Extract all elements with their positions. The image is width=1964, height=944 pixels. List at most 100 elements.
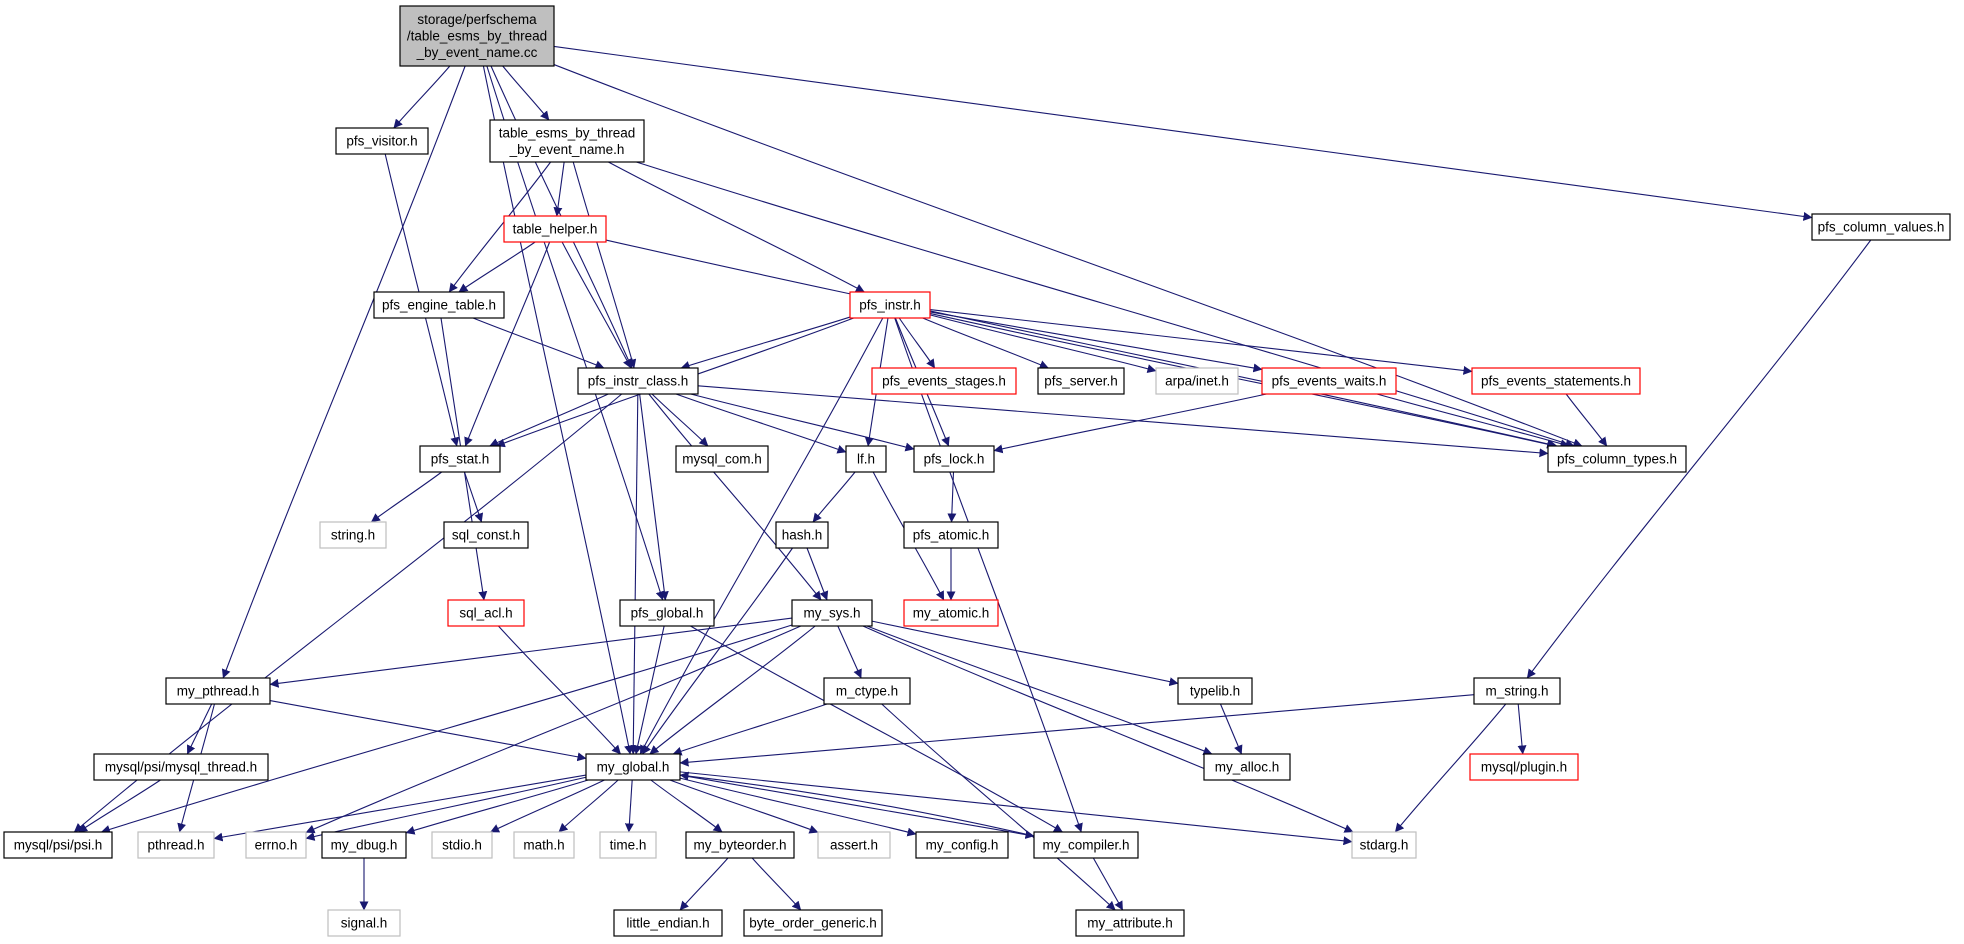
edge-my_pthread-to-mysql_thread bbox=[186, 703, 213, 755]
edge-pfs_stat-to-string_h bbox=[370, 471, 443, 523]
node-mysql-com[interactable]: mysql_com.h bbox=[675, 445, 769, 473]
node-errno-h[interactable]: errno.h bbox=[245, 831, 307, 859]
node-label: assert.h bbox=[830, 838, 878, 853]
node-pfs-events-statements[interactable]: pfs_events_statements.h bbox=[1471, 367, 1641, 395]
node-box bbox=[685, 831, 795, 859]
node-mysql-thread[interactable]: mysql/psi/mysql_thread.h bbox=[93, 753, 269, 781]
node-pfs-instr[interactable]: pfs_instr.h bbox=[849, 291, 931, 319]
node-arpa-inet[interactable]: arpa/inet.h bbox=[1155, 367, 1239, 395]
edge-typelib-to-my_alloc bbox=[1219, 703, 1243, 755]
node-my-sys[interactable]: my_sys.h bbox=[791, 599, 873, 627]
node-label: pfs_events_waits.h bbox=[1272, 374, 1387, 389]
node-signal-h[interactable]: signal.h bbox=[327, 909, 401, 937]
edge-table_esms_h-to-pfs_column_types bbox=[636, 161, 1575, 448]
node-label: typelib.h bbox=[1190, 684, 1240, 699]
node-label: pfs_instr.h bbox=[859, 298, 921, 313]
edge-pfs_instr_class-to-pfs_stat bbox=[489, 393, 609, 447]
node-pfs-column-values[interactable]: pfs_column_values.h bbox=[1811, 213, 1951, 241]
node-box bbox=[447, 599, 525, 627]
node-label: hash.h bbox=[782, 528, 823, 543]
edge-my_sys-to-stdarg_h bbox=[862, 625, 1354, 833]
edge-pfs_engine_table-to-pfs_instr_class bbox=[472, 317, 605, 369]
node-string-h[interactable]: string.h bbox=[319, 521, 387, 549]
node-sql-acl[interactable]: sql_acl.h bbox=[447, 599, 525, 627]
node-time-h[interactable]: time.h bbox=[599, 831, 657, 859]
node-my-config[interactable]: my_config.h bbox=[915, 831, 1009, 859]
edge-my_sys-to-m_ctype bbox=[837, 625, 862, 679]
node-table-helper[interactable]: table_helper.h bbox=[503, 215, 607, 243]
node-little-endian[interactable]: little_endian.h bbox=[613, 909, 723, 937]
edge-my_global-to-my_compiler bbox=[679, 774, 1035, 839]
node-label: my_alloc.h bbox=[1215, 760, 1280, 775]
node-table-esms-h[interactable]: table_esms_by_thread_by_event_name.h bbox=[489, 119, 645, 163]
node-pfs-visitor[interactable]: pfs_visitor.h bbox=[335, 127, 429, 155]
node-my-byteorder[interactable]: my_byteorder.h bbox=[685, 831, 795, 859]
edge-my_pthread-to-my_global bbox=[269, 699, 587, 762]
node-label: arpa/inet.h bbox=[1165, 374, 1229, 389]
node-pfs-lock[interactable]: pfs_lock.h bbox=[913, 445, 995, 473]
edge-pfs_instr-to-pfs_column_types bbox=[929, 312, 1557, 449]
node-my-attribute[interactable]: my_attribute.h bbox=[1075, 909, 1185, 937]
node-label: byte_order_generic.h bbox=[749, 916, 877, 931]
node-typelib[interactable]: typelib.h bbox=[1177, 677, 1253, 705]
edge-pfs_instr_class-to-pfs_column_types bbox=[697, 385, 1549, 458]
node-mysql-plugin[interactable]: mysql/plugin.h bbox=[1469, 753, 1579, 781]
edge-my_sys-to-my_global bbox=[649, 625, 816, 755]
node-box bbox=[513, 831, 575, 859]
node-label: pfs_stat.h bbox=[431, 452, 490, 467]
node-pfs-events-waits[interactable]: pfs_events_waits.h bbox=[1261, 367, 1397, 395]
node-label: pfs_column_values.h bbox=[1818, 220, 1945, 235]
node-byte-order-generic[interactable]: byte_order_generic.h bbox=[743, 909, 883, 937]
node-pfs-atomic[interactable]: pfs_atomic.h bbox=[903, 521, 999, 549]
node-box bbox=[915, 831, 1009, 859]
node-pfs-global[interactable]: pfs_global.h bbox=[619, 599, 715, 627]
node-my-dbug[interactable]: my_dbug.h bbox=[321, 831, 407, 859]
node-label: signal.h bbox=[341, 916, 388, 931]
node-stdio-h[interactable]: stdio.h bbox=[431, 831, 493, 859]
edge-my_sys-to-errno_h bbox=[305, 625, 802, 834]
edge-root-to-pfs_visitor bbox=[393, 65, 451, 129]
edge-table_helper-to-pfs_instr_class bbox=[561, 241, 632, 369]
node-label: mysql/plugin.h bbox=[1481, 760, 1567, 775]
node-label: pfs_global.h bbox=[631, 606, 704, 621]
node-pfs-stat[interactable]: pfs_stat.h bbox=[419, 445, 501, 473]
node-pfs-server[interactable]: pfs_server.h bbox=[1037, 367, 1125, 395]
node-stdarg-h[interactable]: stdarg.h bbox=[1351, 831, 1417, 859]
edge-pfs_instr-to-pfs_events_stages bbox=[898, 317, 936, 369]
node-label: storage/perfschema bbox=[417, 12, 537, 27]
node-my-global[interactable]: my_global.h bbox=[585, 753, 681, 781]
node-my-compiler[interactable]: my_compiler.h bbox=[1033, 831, 1139, 859]
node-psi[interactable]: mysql/psi/psi.h bbox=[3, 831, 113, 859]
edge-pfs_events_statements-to-pfs_column_types bbox=[1565, 393, 1608, 447]
node-assert-h[interactable]: assert.h bbox=[817, 831, 891, 859]
node-my-alloc[interactable]: my_alloc.h bbox=[1203, 753, 1291, 781]
edge-pfs_lock-to-pfs_atomic bbox=[947, 471, 957, 523]
node-box bbox=[489, 119, 645, 163]
node-root[interactable]: storage/perfschema/table_esms_by_thread_… bbox=[399, 5, 555, 67]
edge-pfs_events_waits-to-pfs_column_types bbox=[1376, 393, 1570, 448]
node-label: pfs_instr_class.h bbox=[588, 374, 689, 389]
node-math-h[interactable]: math.h bbox=[513, 831, 575, 859]
node-box bbox=[1261, 367, 1397, 395]
node-box bbox=[823, 677, 911, 705]
node-box bbox=[373, 291, 505, 319]
node-m-string[interactable]: m_string.h bbox=[1473, 677, 1561, 705]
node-pfs-instr-class[interactable]: pfs_instr_class.h bbox=[577, 367, 699, 395]
node-m-ctype[interactable]: m_ctype.h bbox=[823, 677, 911, 705]
node-lf[interactable]: lf.h bbox=[845, 445, 887, 473]
node-pfs-engine-table[interactable]: pfs_engine_table.h bbox=[373, 291, 505, 319]
node-hash[interactable]: hash.h bbox=[775, 521, 829, 549]
node-pfs-column-types[interactable]: pfs_column_types.h bbox=[1547, 445, 1687, 473]
edge-my_global-to-assert_h bbox=[669, 779, 819, 834]
node-box bbox=[613, 909, 723, 937]
node-my-pthread[interactable]: my_pthread.h bbox=[165, 677, 271, 705]
node-box bbox=[599, 831, 657, 859]
node-box bbox=[817, 831, 891, 859]
edge-pfs_instr_class-to-lf bbox=[675, 393, 847, 454]
node-pfs-events-stages[interactable]: pfs_events_stages.h bbox=[871, 367, 1017, 395]
node-my-atomic[interactable]: my_atomic.h bbox=[903, 599, 999, 627]
node-box bbox=[1811, 213, 1951, 241]
node-label: stdarg.h bbox=[1360, 838, 1409, 853]
node-sql-const[interactable]: sql_const.h bbox=[443, 521, 529, 549]
node-pthread-h[interactable]: pthread.h bbox=[137, 831, 215, 859]
